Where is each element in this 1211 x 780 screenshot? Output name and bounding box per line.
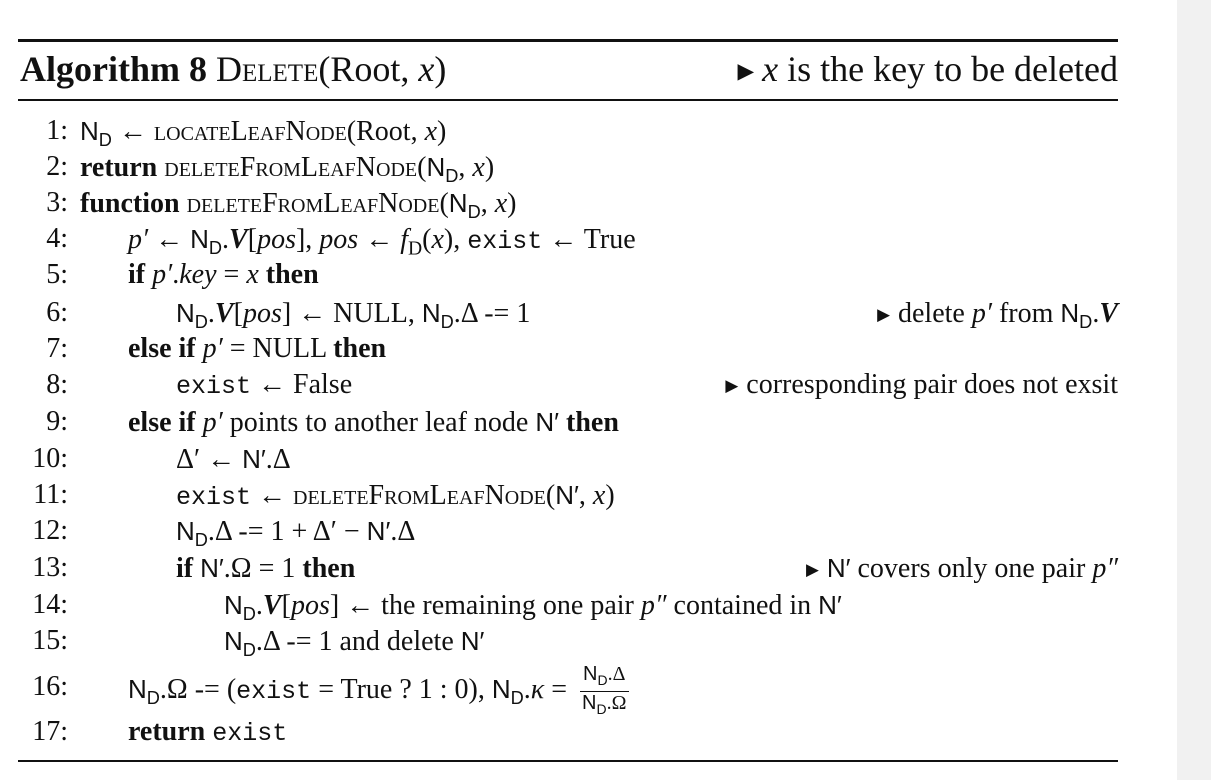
code-line-2: 2: return deleteFromLeafNode(ND, x) [20,149,1118,186]
code-line-8: 8: exist ← False ▶corresponding pair doe… [20,367,1118,403]
code-line-6: 6: ND.V[pos] ← NULL, ND.Δ -= 1 ▶delete p… [20,295,1118,332]
code-line-11: 11: exist ← deleteFromLeafNode(N′, x) [20,477,1118,513]
line-number: 14: [32,589,68,620]
line-code: ND.V[pos] ← NULL, ND.Δ -= 1 [176,298,531,333]
line-number: 7: [46,333,68,364]
line-comment: ▶N′ covers only one pair p″ [805,553,1118,584]
line-code: if N′.Ω = 1 then [176,553,356,584]
algorithm-label: Algorithm 8 [20,49,207,89]
bottom-rule [18,760,1118,762]
line-code: return deleteFromLeafNode(ND, x) [80,152,495,187]
procedure-name: Delete [215,49,319,89]
code-line-13: 13: if N′.Ω = 1 then ▶N′ covers only one… [20,550,1118,586]
comment-triangle-icon: ▶ [877,304,890,324]
code-line-1: 1: ND ← locateLeafNode(Root, x) [20,113,1118,150]
line-code: exist ← deleteFromLeafNode(N′, x) [176,480,615,512]
page-edge-shade [1177,0,1211,780]
line-code: else if p′ = NULL then [128,333,387,364]
code-line-5: 5: if p′.key = x then [20,257,1118,293]
line-comment: ▶delete p′ from ND.V [877,298,1118,333]
line-number: 17: [32,716,68,747]
line-code: Δ′ ← N′.Δ [176,444,291,475]
line-number: 10: [32,443,68,474]
line-code: ND.Δ -= 1 + Δ′ − N′.Δ [176,516,416,551]
line-number: 5: [46,259,68,290]
line-number: 16: [32,671,68,702]
line-code: ND.Δ -= 1 and delete N′ [224,626,485,661]
line-number: 4: [46,223,68,254]
line-code: ND.Ω -= (exist = True ? 1 : 0), ND.κ = N… [128,663,629,722]
line-code: return exist [128,716,288,748]
line-code: if p′.key = x then [128,259,319,290]
line-number: 15: [32,625,68,656]
comment-triangle-icon: ▶ [737,59,755,84]
line-number: 9: [46,406,68,437]
algorithm-header: Algorithm 8 Delete(Root, x) ▶x is the ke… [20,46,1118,92]
code-line-12: 12: ND.Δ -= 1 + Δ′ − N′.Δ [20,513,1118,550]
comment-triangle-icon: ▶ [805,559,819,579]
code-line-9: 9: else if p′ points to another leaf nod… [20,404,1118,440]
header-comment: ▶x is the key to be deleted [737,49,1118,89]
line-number: 6: [46,297,68,328]
code-line-10: 10: Δ′ ← N′.Δ [20,441,1118,477]
code-line-7: 7: else if p′ = NULL then [20,331,1118,367]
line-code: p′ ← ND.V[pos], pos ← fD(x), exist ← Tru… [128,224,636,260]
procedure-args: (Root, x) [318,49,447,89]
line-number: 3: [46,187,68,218]
line-number: 8: [46,369,68,400]
line-number: 11: [33,479,68,510]
line-number: 13: [32,552,68,583]
line-code: exist ← False [176,369,353,401]
code-line-3: 3: function deleteFromLeafNode(ND, x) [20,185,1118,222]
code-line-16: 16: ND.Ω -= (exist = True ? 1 : 0), ND.κ… [20,663,1118,717]
line-comment: ▶corresponding pair does not exsit [725,369,1118,400]
line-code: function deleteFromLeafNode(ND, x) [80,188,517,223]
line-code: ND ← locateLeafNode(Root, x) [80,116,447,151]
code-line-15: 15: ND.Δ -= 1 and delete N′ [20,623,1118,660]
header-rule [18,99,1118,101]
top-rule [18,39,1118,42]
code-line-14: 14: ND.V[pos] ← the remaining one pair p… [20,587,1118,624]
line-code: else if p′ points to another leaf node N… [128,407,619,438]
line-number: 12: [32,515,68,546]
line-number: 2: [46,151,68,182]
comment-triangle-icon: ▶ [725,375,739,395]
line-code: ND.V[pos] ← the remaining one pair p″ co… [224,590,842,625]
code-line-4: 4: p′ ← ND.V[pos], pos ← fD(x), exist ← … [20,221,1118,260]
line-number: 1: [46,115,68,146]
code-line-17: 17: return exist [20,714,1118,750]
